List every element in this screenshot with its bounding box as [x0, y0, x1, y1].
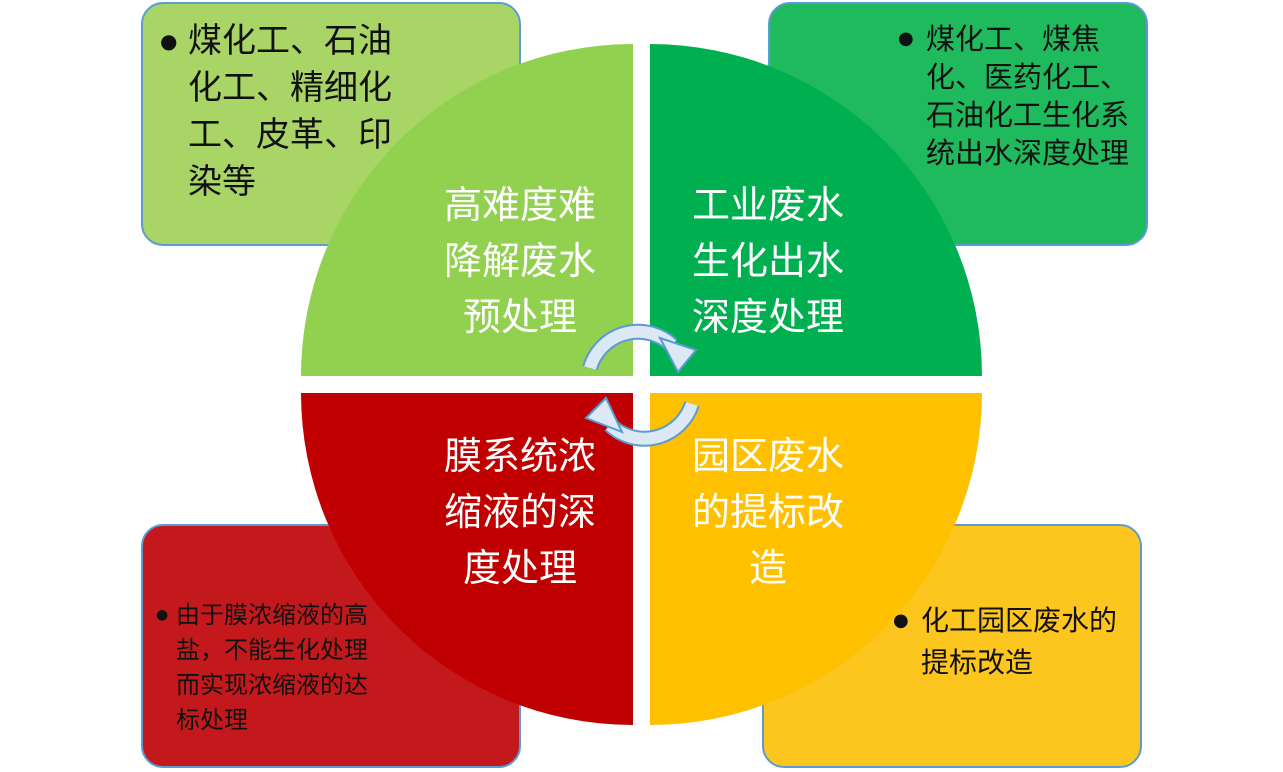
circular-arrows-icon: [582, 323, 700, 447]
bullet-dot-icon: ●: [898, 28, 914, 49]
bullet-top-left: ● 煤化工、石油化工、精细化工、皮革、印染等: [160, 18, 400, 206]
bullet-bottom-right: ● 化工园区废水的提标改造: [893, 600, 1125, 684]
arrow-upper-head: [657, 336, 698, 374]
bullet-dot-icon: ●: [160, 29, 178, 53]
quadrant-top-left: [301, 44, 633, 376]
bullet-text-top-left: 煤化工、石油化工、精细化工、皮革、印染等: [188, 21, 392, 202]
bullet-dot-icon: ●: [893, 610, 909, 631]
quadrant-title-top-left: 高难度难 降解废水 预处理: [443, 183, 596, 339]
bullet-text-bottom-left: 由于膜浓缩液的高盐，不能生化处理而实现浓缩液的达标处理: [176, 601, 368, 734]
bullet-dot-icon: ●: [156, 607, 169, 623]
bullet-top-right: ● 煤化工、煤焦化、医药化工、石油化工生化系统出水深度处理: [898, 20, 1148, 172]
bullet-text-bottom-right: 化工园区废水的提标改造: [921, 604, 1118, 679]
arrow-lower-head: [584, 396, 624, 434]
quadrant-title-bottom-left: 膜系统浓 缩液的深 度处理: [443, 434, 596, 590]
quadrant-top-right: [650, 44, 982, 376]
quadrant-title-bottom-right: 园区废水 的提标改 造: [691, 434, 844, 590]
bullet-text-top-right: 煤化工、煤焦化、医药化工、石油化工生化系统出水深度处理: [926, 22, 1130, 170]
bullet-bottom-left: ● 由于膜浓缩液的高盐，不能生化处理而实现浓缩液的达标处理: [156, 598, 388, 738]
quadrant-bottom-right: [650, 393, 982, 725]
quadrant-title-top-right: 工业废水 生化出水 深度处理: [691, 183, 844, 339]
quadrant-bottom-left: [301, 393, 633, 725]
